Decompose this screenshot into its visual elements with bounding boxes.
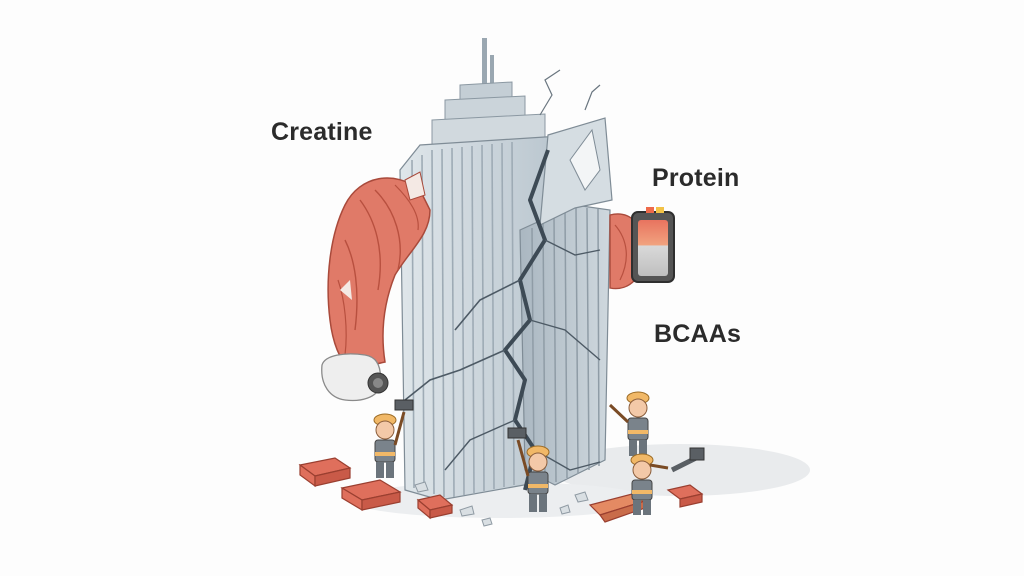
rubble — [414, 481, 589, 527]
building-shard-tip — [569, 128, 601, 191]
brick-pile-left — [298, 457, 454, 520]
antenna-right — [490, 55, 494, 90]
skyscraper — [399, 38, 613, 501]
tools-on-ground — [649, 447, 705, 473]
crack-branch-1 — [454, 279, 521, 331]
hammer-icon — [507, 427, 527, 439]
muscle-arm-icon — [321, 171, 431, 402]
worker-icon — [608, 391, 650, 456]
label-protein: Protein — [652, 164, 740, 192]
crack-top — [539, 69, 561, 116]
hammer-icon — [394, 399, 414, 411]
worker-icon — [373, 399, 414, 478]
crack-top-2 — [584, 84, 601, 111]
worker-icon — [630, 453, 654, 515]
antenna-left — [482, 38, 487, 88]
worker-icon — [507, 427, 550, 512]
ground-shadow — [550, 444, 810, 496]
crack-branch-4 — [544, 239, 601, 256]
crack-lower — [534, 449, 601, 471]
label-creatine: Creatine — [271, 118, 373, 146]
crack-branch-3 — [444, 419, 516, 471]
hammer-icon — [689, 447, 705, 461]
battery-icon — [631, 207, 675, 283]
crack-branch-5 — [529, 319, 601, 361]
crack-branch-2 — [404, 349, 506, 401]
building-stripes — [411, 141, 515, 498]
label-bcaas: BCAAs — [654, 320, 742, 348]
